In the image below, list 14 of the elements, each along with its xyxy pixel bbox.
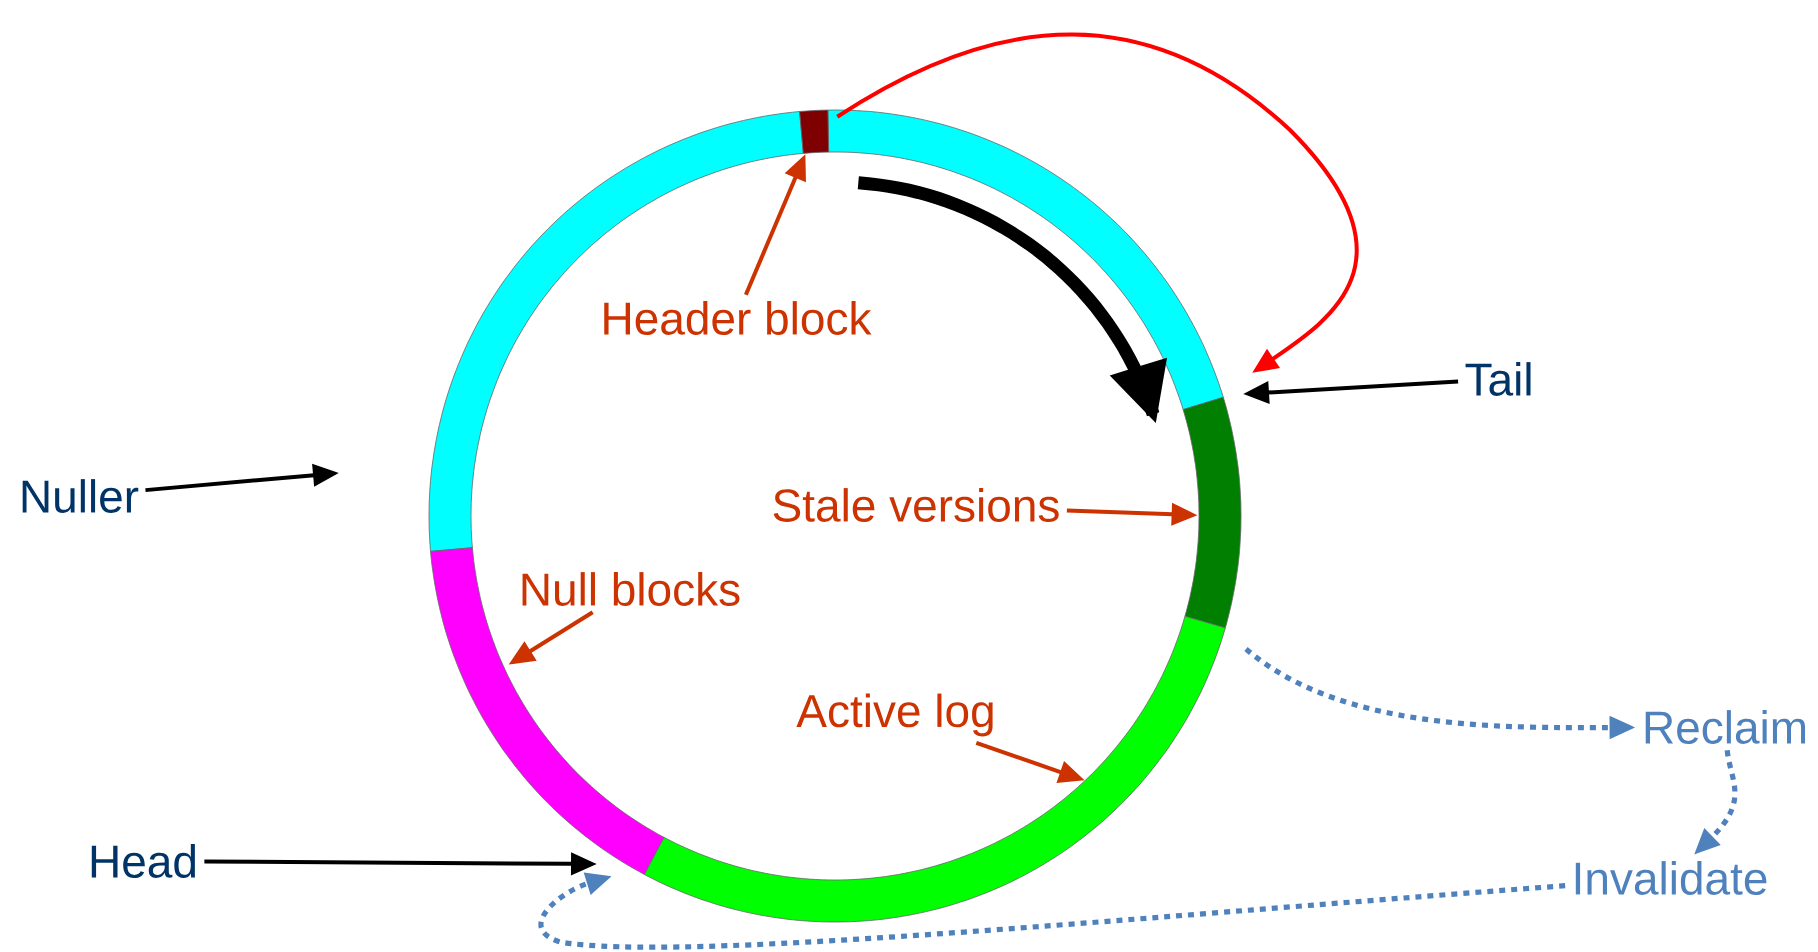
ring-segment [799, 109, 829, 154]
label: Stale versions [773, 488, 1059, 522]
label: Tail [1465, 362, 1531, 396]
label: Null blocks [522, 572, 740, 606]
ring-segment [644, 615, 1226, 923]
label: Head [91, 844, 195, 878]
label: Header block [604, 301, 872, 335]
ring-segment [1182, 396, 1242, 629]
label: Active log [796, 693, 993, 737]
arrow [538, 872, 1566, 950]
label: Nuller [22, 479, 139, 513]
label: Reclaim [1645, 710, 1806, 744]
label: Invalidate [1575, 861, 1767, 895]
arrow [836, 32, 1359, 373]
